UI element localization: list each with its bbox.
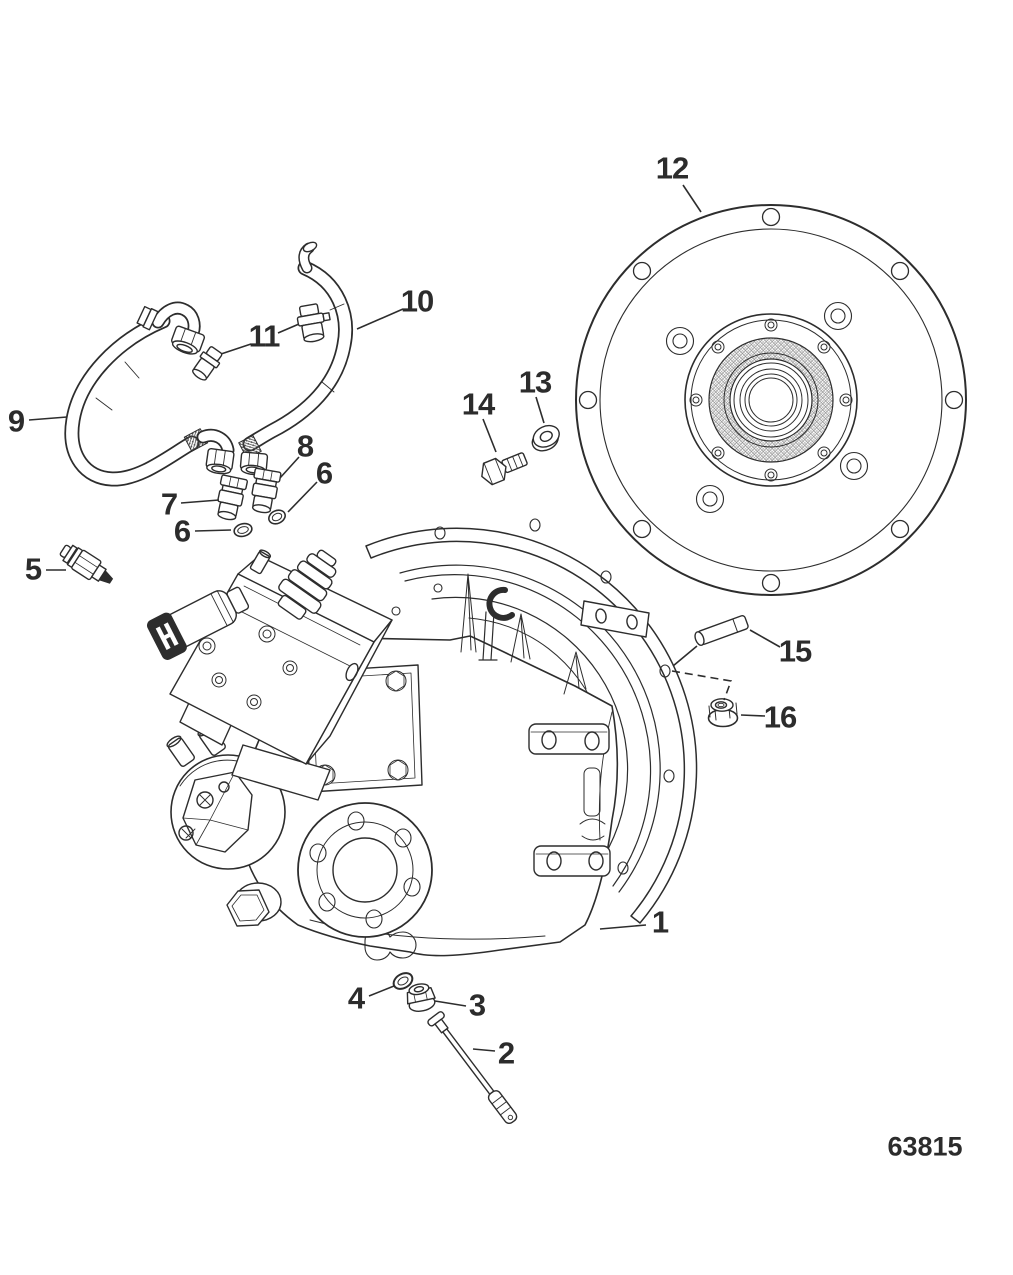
dipstick-drawing (427, 1011, 518, 1125)
leader-hose-left (28, 416, 68, 421)
leader-fitting-left (180, 499, 220, 504)
leader-o-ring-right (287, 481, 318, 513)
valve-assembly-drawing (146, 549, 393, 801)
leader-o-ring-drain (368, 985, 395, 997)
nut-alignment-line (671, 670, 733, 701)
hose-left-drawing (64, 301, 235, 487)
o-ring-right-drawing (268, 509, 286, 525)
o-ring-drain-drawing (392, 972, 414, 990)
pin-alignment-line (672, 645, 698, 667)
leader-plug (434, 1000, 467, 1007)
fitting-7-drawing (217, 474, 248, 521)
sensor-drawing (59, 544, 114, 584)
leader-dowel-pin (749, 629, 781, 648)
output-flange-drawing (297, 802, 433, 938)
dowel-pin-drawing (694, 615, 749, 646)
leader-fitting-right (279, 456, 300, 479)
leader-dipstick (472, 1048, 496, 1052)
leader-o-ring-lower (194, 529, 232, 532)
flywheel-damper-drawing (575, 204, 967, 596)
leader-hose-fittings (277, 323, 300, 334)
leader-flange-nut (740, 714, 766, 717)
pump-drawing (166, 724, 286, 870)
leader-washer (535, 396, 545, 424)
o-ring-lower-drawing (233, 522, 253, 538)
washer-drawing (531, 424, 560, 452)
fitting-8-drawing (251, 467, 282, 514)
leader-bolt (482, 418, 497, 453)
leader-hose-right (356, 308, 404, 330)
case-hex-plug-drawing (226, 882, 282, 927)
leader-flywheel-damper (682, 184, 702, 213)
fitting-11-left-drawing (192, 346, 223, 381)
leader-hose-fittings (220, 343, 252, 355)
flange-nut-drawing (707, 698, 739, 728)
plug-drawing (406, 983, 436, 1012)
leader-transmission-assembly (599, 924, 647, 930)
bolt-drawing (481, 452, 528, 486)
